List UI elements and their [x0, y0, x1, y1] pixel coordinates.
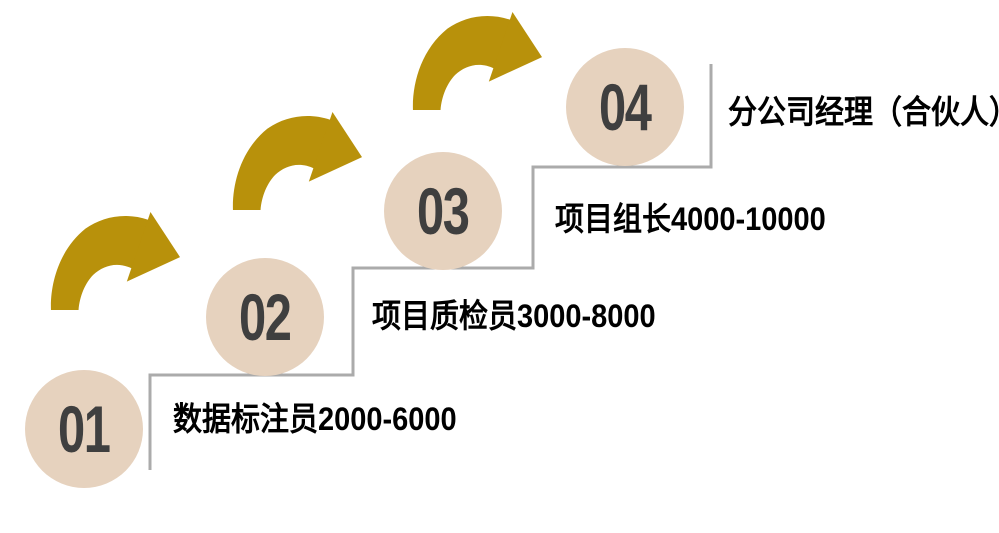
- step-number-badge-4: 04: [566, 48, 684, 166]
- step-number-1: 01: [58, 392, 111, 466]
- step-label-2: 项目质检员3000-8000: [372, 299, 656, 335]
- step-number-badge-1: 01: [25, 370, 143, 488]
- curved-arrow-icon: [410, 12, 543, 110]
- step-label-1: 数据标注员2000-6000: [173, 402, 457, 438]
- step-number-2: 02: [239, 280, 292, 354]
- curved-arrow-icon: [230, 112, 363, 210]
- step-number-badge-3: 03: [384, 152, 502, 270]
- step-number-4: 04: [599, 70, 652, 144]
- step-number-3: 03: [417, 174, 470, 248]
- curved-arrow-icon: [48, 212, 181, 310]
- step-number-badge-2: 02: [206, 258, 324, 376]
- step-label-3: 项目组长4000-10000: [555, 202, 826, 238]
- step-label-4: 分公司经理（合伙人）: [728, 95, 999, 131]
